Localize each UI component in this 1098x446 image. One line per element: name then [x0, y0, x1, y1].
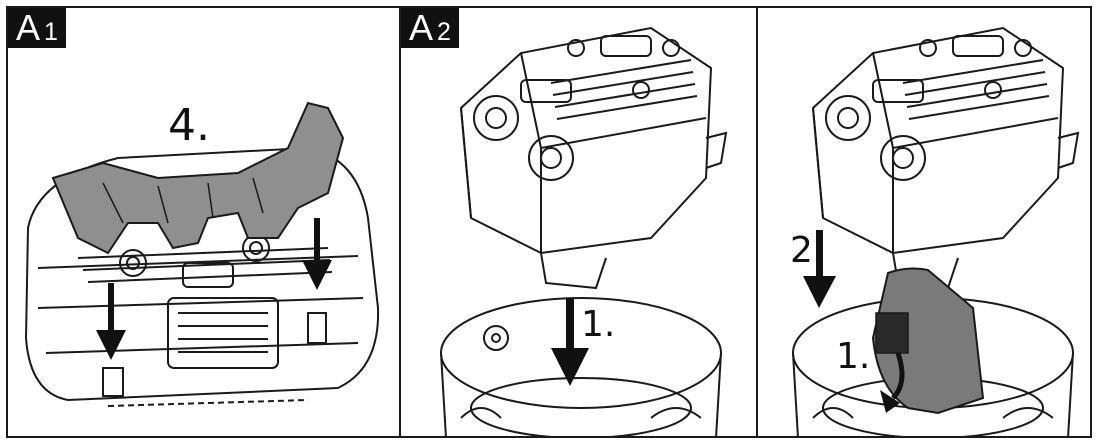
filter-bag-insertion-illustration [792, 26, 1080, 436]
panel-a1: A 1 4. [6, 6, 401, 438]
step-1b-label: 1. [836, 336, 871, 377]
motor-head-lowering-illustration [440, 26, 728, 436]
panel-a2: A 2 1. [399, 6, 758, 438]
step-1-label: 1. [581, 304, 616, 345]
panel-a1-number: 1 [44, 18, 58, 46]
filter-bag-collar [875, 312, 909, 354]
panel-a2-letter: A [409, 7, 434, 48]
vacuum-handle-assembly-illustration [24, 101, 380, 407]
panel-a2-bag: 2. 1. [756, 6, 1092, 438]
panel-a1-letter: A [16, 7, 41, 48]
step-4-label: 4. [168, 100, 210, 151]
panel-a1-label: A 1 [8, 8, 66, 48]
handle-shape [51, 101, 345, 255]
panel-a2-label: A 2 [401, 8, 459, 48]
panel-a2-number: 2 [437, 18, 451, 46]
